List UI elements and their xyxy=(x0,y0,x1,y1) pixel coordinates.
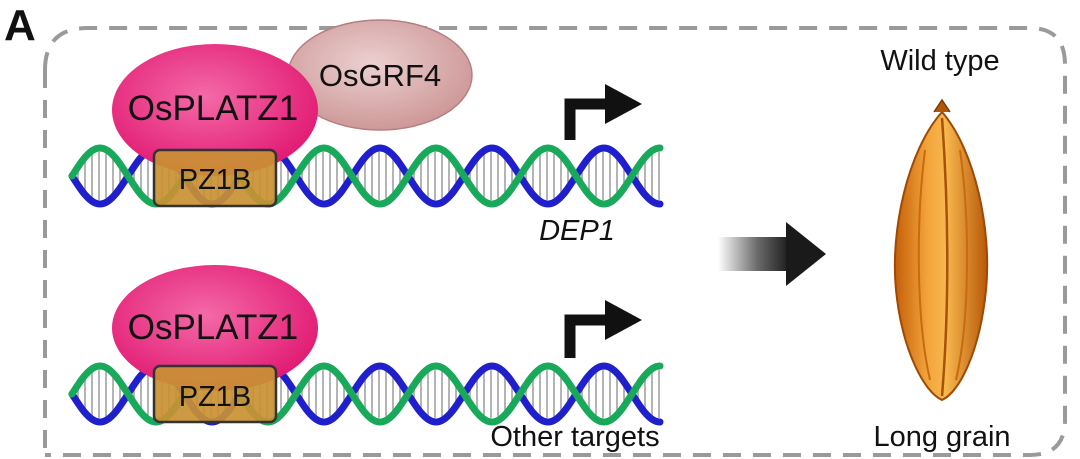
osplatz1-label: OsPLATZ1 xyxy=(128,89,299,128)
bent-arrow-head-icon xyxy=(605,84,642,124)
panel-border xyxy=(43,26,1067,457)
panel-letter: A xyxy=(4,1,36,50)
pz1b-label: PZ1B xyxy=(179,381,252,413)
pz1b-label: PZ1B xyxy=(179,164,252,196)
wild-type-label: Wild type xyxy=(880,45,999,77)
bent-arrow-icon xyxy=(564,98,610,140)
gradient-right-arrow-icon xyxy=(718,222,826,286)
bottom-complex: OsPLATZ1 PZ1B Other targets xyxy=(112,265,660,453)
long-grain-label: Long grain xyxy=(873,421,1010,453)
top-complex: OsGRF4 OsPLATZ1 PZ1B DEP1 xyxy=(112,19,642,247)
bent-arrow-icon xyxy=(564,314,610,358)
osplatz1-label: OsPLATZ1 xyxy=(128,308,299,347)
other-targets-label: Other targets xyxy=(490,421,659,453)
pz1b-domain xyxy=(152,364,278,424)
rice-grain-icon xyxy=(893,98,989,402)
osgrf4-label: OsGRF4 xyxy=(319,58,441,93)
bent-arrow-head-icon xyxy=(605,300,642,340)
osplatz1-protein xyxy=(112,44,318,176)
gene-label-dep1: DEP1 xyxy=(539,215,615,247)
pz1b-domain xyxy=(152,148,278,208)
osplatz1-protein xyxy=(112,265,318,391)
